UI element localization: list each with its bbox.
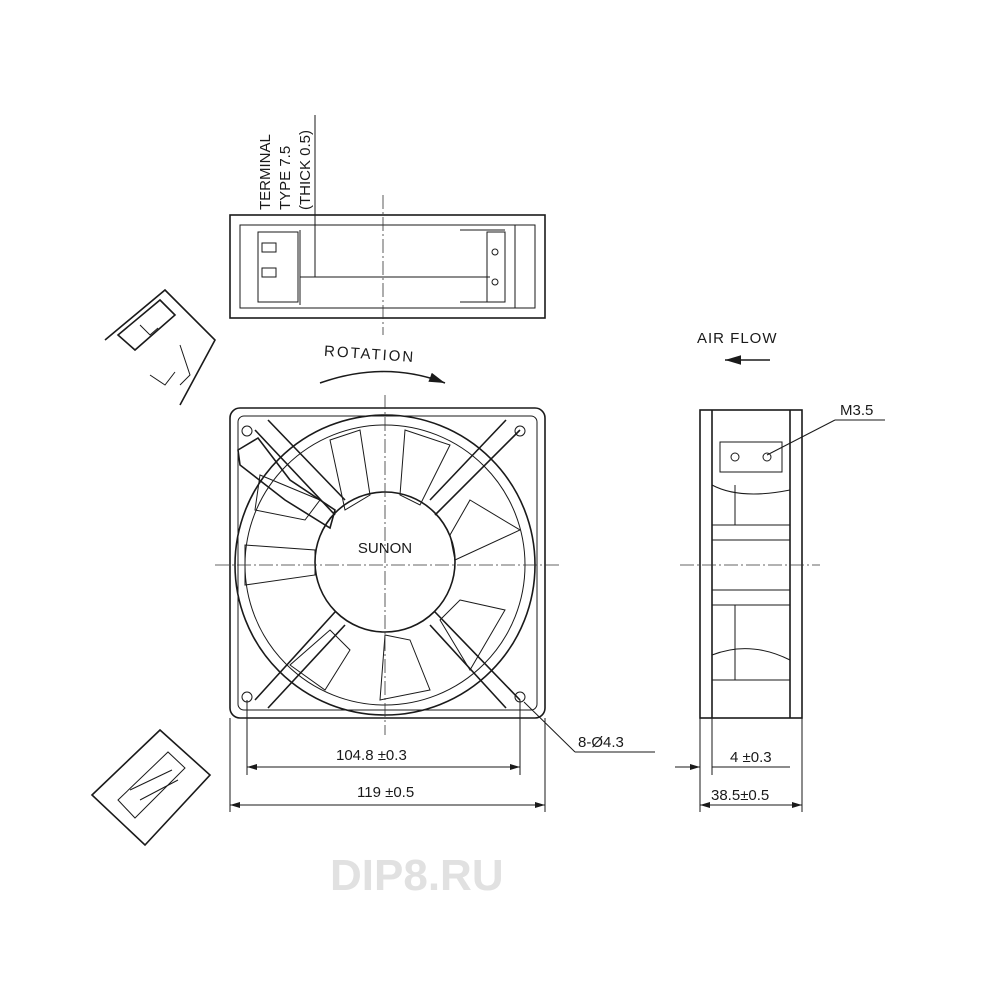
lead-wire	[237, 436, 336, 530]
flange-dimension: 4 ±0.3	[730, 749, 772, 766]
frame-width-dimension: 119 ±0.5	[357, 784, 414, 801]
terminal-detail-top	[104, 288, 216, 406]
rotation-arrow-icon	[319, 370, 446, 384]
terminal-detail-bottom	[90, 728, 212, 847]
top-view: TERMINAL TYPE 7.5 (THICK 0.5)	[229, 115, 546, 335]
side-view: AIR FLOW M3.5	[680, 330, 885, 719]
front-view: SUNON	[215, 395, 560, 735]
holes-dimension: 8-Ø4.3	[578, 734, 624, 751]
brand-label: SUNON	[358, 540, 412, 557]
terminal-note-line-1: TERMINAL	[257, 134, 274, 210]
rotation-indicator: ROTATION	[319, 343, 446, 384]
terminal-note-line-2: TYPE 7.5	[277, 146, 294, 210]
rotation-label: ROTATION	[324, 343, 416, 366]
terminal-note-line-3: (THICK 0.5)	[297, 130, 314, 210]
depth-dimension: 38.5±0.5	[711, 787, 769, 804]
watermark: DIP8.RU	[330, 851, 504, 900]
hole-spacing-dimension: 104.8 ±0.3	[336, 747, 407, 764]
airflow-label: AIR FLOW	[697, 330, 778, 347]
terminal-note: TERMINAL TYPE 7.5 (THICK 0.5)	[257, 130, 314, 210]
dimensions: 104.8 ±0.3 119 ±0.5 8-Ø4.3 4 ±0.3 38.5±0…	[229, 700, 803, 812]
screw-label: M3.5	[840, 402, 873, 419]
